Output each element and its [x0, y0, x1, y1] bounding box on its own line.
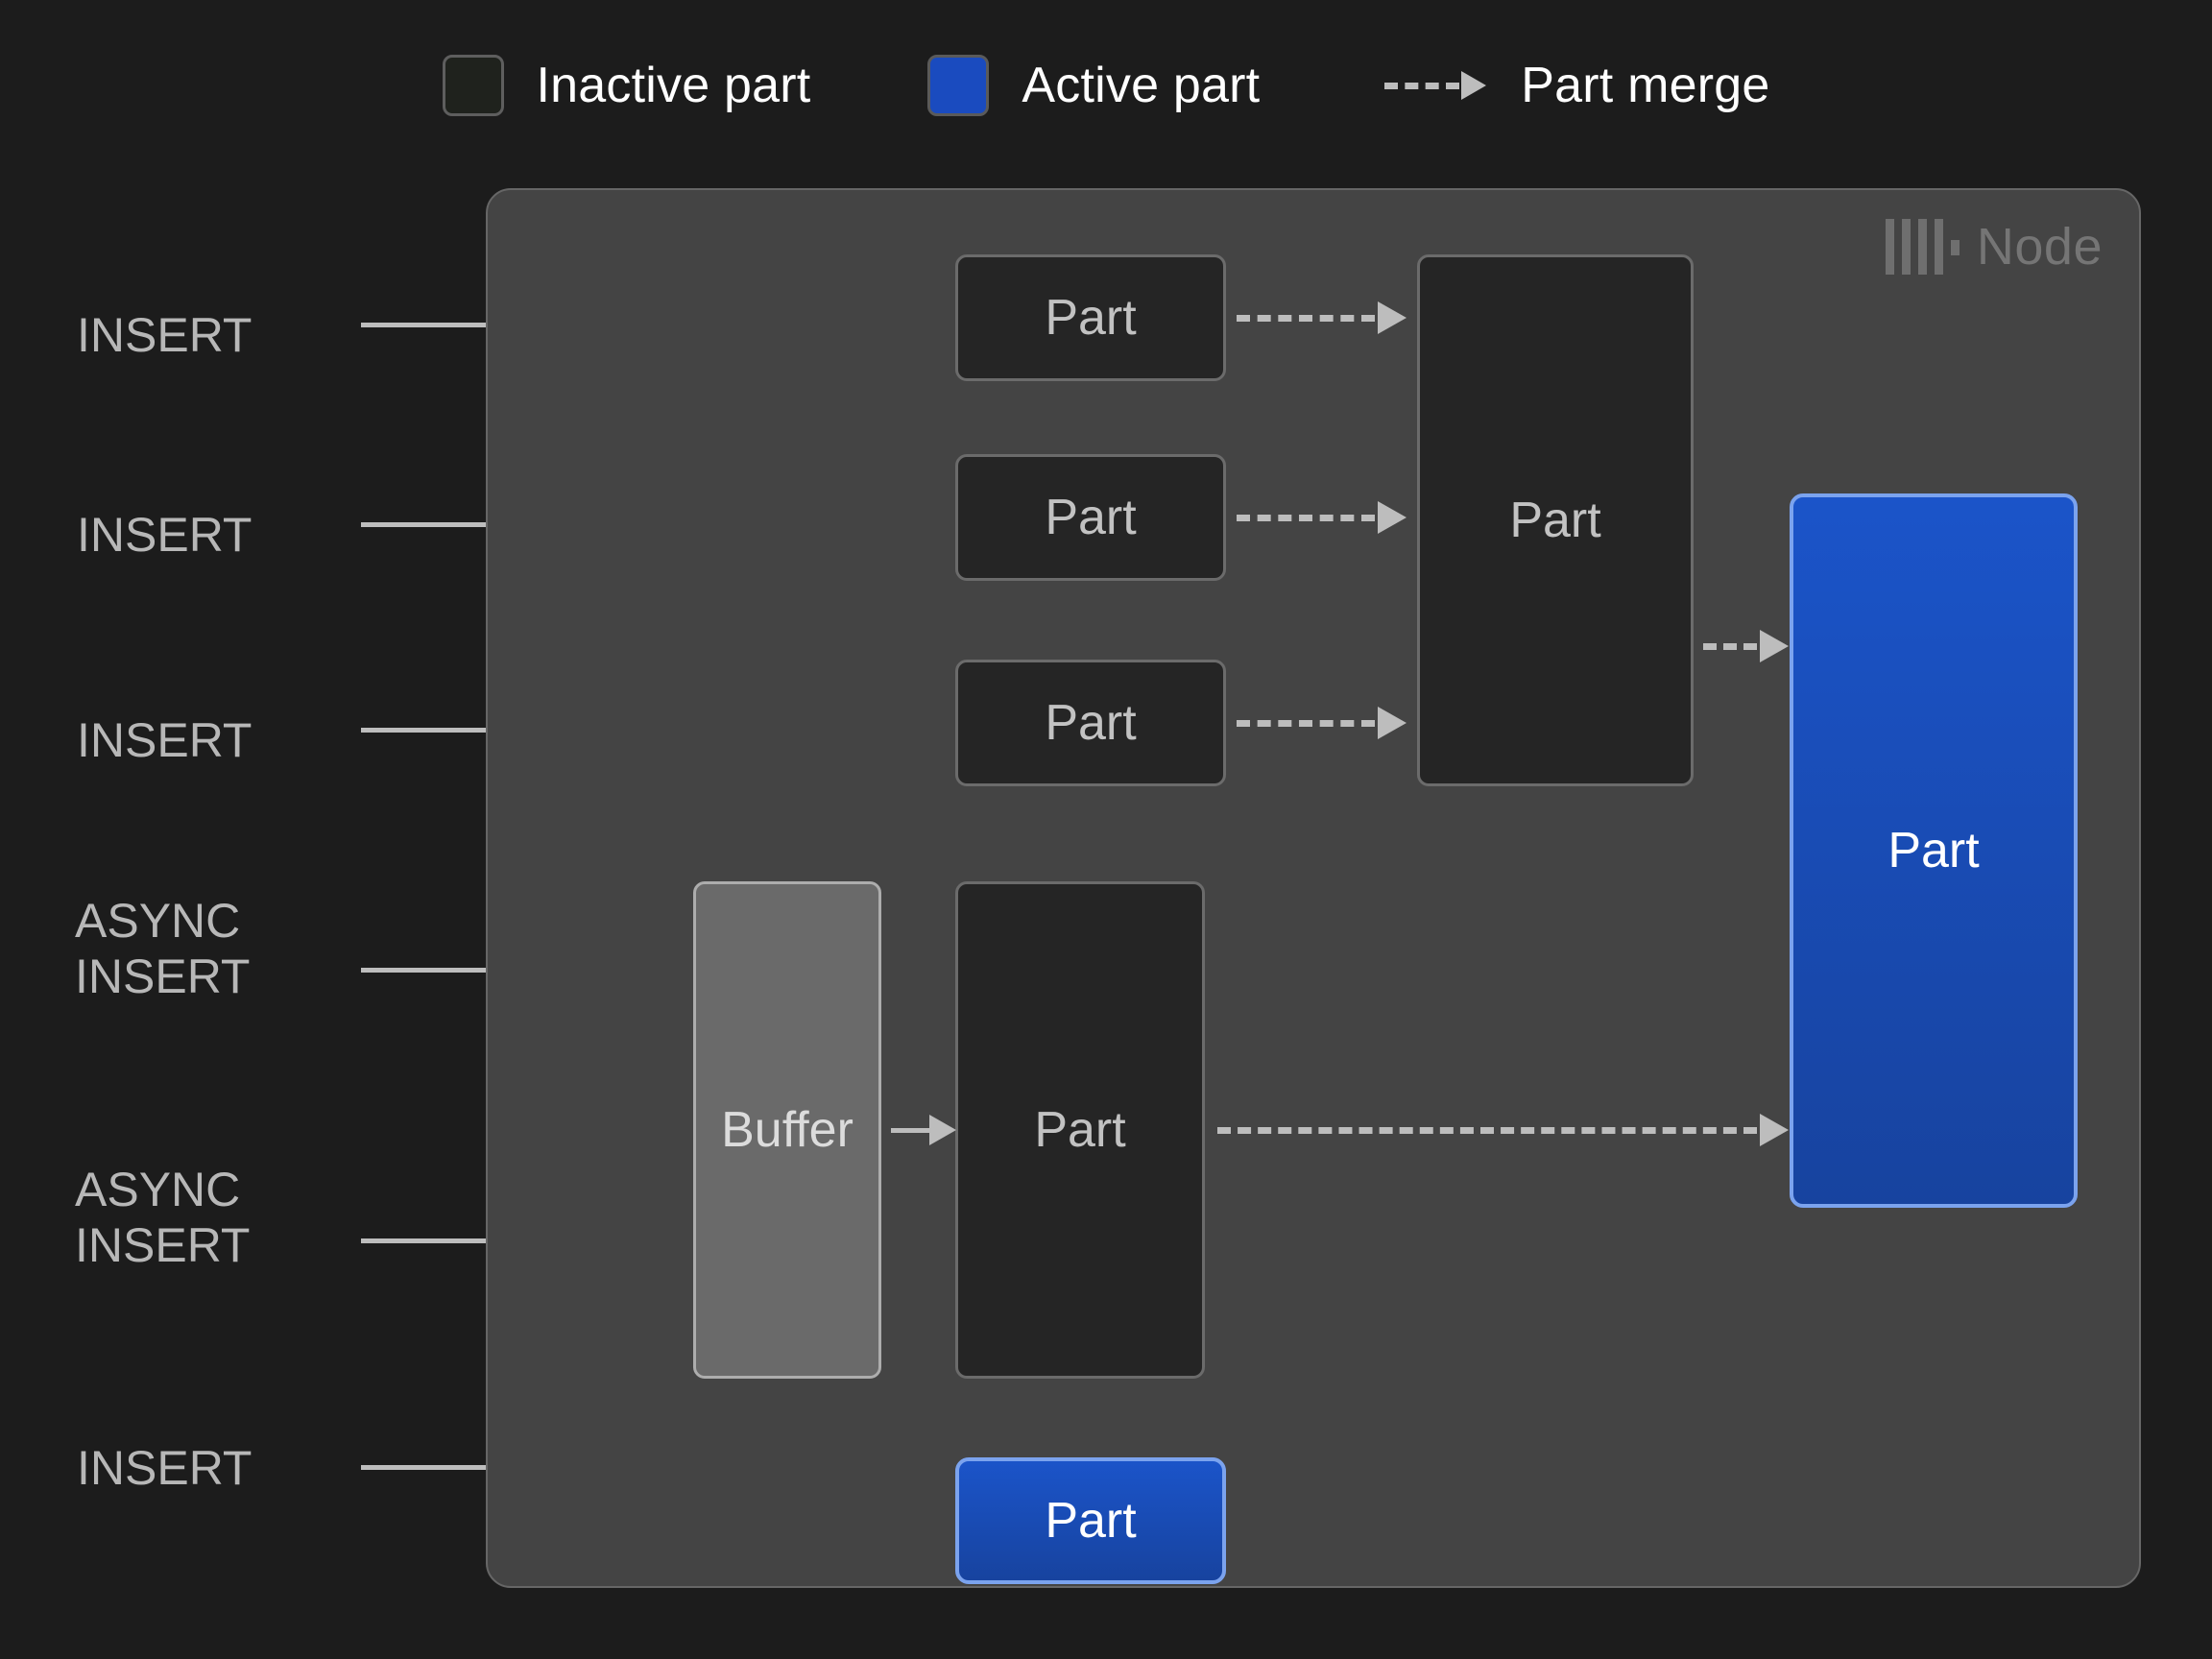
legend-label-inactive-part: Inactive part: [536, 58, 811, 113]
direct-active-part-box[interactable]: Part: [955, 1457, 1226, 1584]
source-label-async-insert-1: ASYNC INSERT: [75, 894, 251, 1003]
legend-item-part-merge: Part merge: [1384, 57, 1769, 114]
source-label-async-insert-2: ASYNC INSERT: [75, 1163, 251, 1272]
part-box-3-label: Part: [1045, 695, 1137, 751]
legend: Inactive part Active part Part merge: [0, 42, 2212, 129]
direct-active-part-box-label: Part: [1045, 1493, 1137, 1549]
node-badge: Node: [1885, 217, 2103, 276]
dashed-arrow-icon: [1384, 71, 1488, 100]
final-active-part-box[interactable]: Part: [1790, 493, 2078, 1208]
node-container: Node Part Part Part Part Buffer Part Par…: [486, 188, 2141, 1588]
source-label-insert-2: INSERT: [77, 508, 252, 562]
part-box-2[interactable]: Part: [955, 454, 1226, 581]
buffer-box[interactable]: Buffer: [693, 881, 881, 1379]
node-label: Node: [1976, 218, 2103, 276]
part-box-2-label: Part: [1045, 490, 1137, 545]
part-box-1-label: Part: [1045, 290, 1137, 346]
merged-part-box-label: Part: [1509, 493, 1601, 548]
source-label-insert-3: INSERT: [77, 713, 252, 767]
final-active-part-box-label: Part: [1887, 823, 1980, 878]
part-box-3[interactable]: Part: [955, 660, 1226, 786]
legend-label-active-part: Active part: [1022, 58, 1261, 113]
source-label-insert-1: INSERT: [77, 308, 252, 362]
buffered-part-box-label: Part: [1034, 1102, 1126, 1158]
part-box-1[interactable]: Part: [955, 254, 1226, 381]
legend-label-part-merge: Part merge: [1521, 58, 1770, 113]
active-part-swatch-icon: [927, 55, 990, 116]
legend-item-inactive-part: Inactive part: [442, 55, 811, 116]
source-label-insert-4: INSERT: [77, 1441, 252, 1495]
legend-item-active-part: Active part: [927, 55, 1260, 116]
buffer-box-label: Buffer: [721, 1102, 854, 1158]
buffered-part-box[interactable]: Part: [955, 881, 1205, 1379]
merged-part-box[interactable]: Part: [1417, 254, 1694, 786]
inactive-part-swatch-icon: [442, 55, 504, 116]
clickhouse-logo-icon: [1885, 219, 1960, 275]
